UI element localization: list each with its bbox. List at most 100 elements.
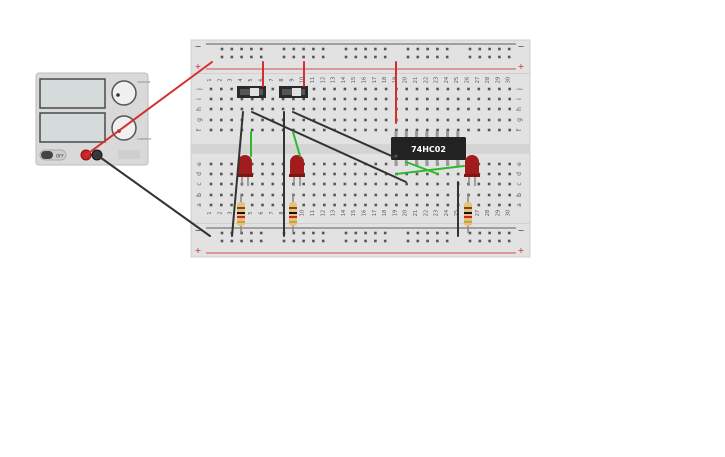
breadboard-hole[interactable] bbox=[405, 182, 408, 186]
breadboard-hole[interactable] bbox=[230, 203, 233, 207]
breadboard-hole[interactable] bbox=[477, 97, 481, 101]
breadboard-hole[interactable] bbox=[405, 97, 408, 101]
breadboard-hole[interactable] bbox=[436, 118, 439, 122]
breadboard-hole[interactable] bbox=[415, 118, 419, 122]
breadboard-hole[interactable] bbox=[333, 203, 336, 207]
rail-hole[interactable] bbox=[354, 47, 358, 51]
breadboard-hole[interactable] bbox=[323, 87, 326, 91]
breadboard-hole[interactable] bbox=[415, 182, 419, 186]
breadboard-hole[interactable] bbox=[364, 182, 367, 186]
breadboard-hole[interactable] bbox=[487, 87, 491, 91]
rail-hole[interactable] bbox=[445, 239, 449, 243]
breadboard-hole[interactable] bbox=[312, 172, 316, 176]
breadboard-hole[interactable] bbox=[343, 162, 347, 166]
breadboard-hole[interactable] bbox=[384, 118, 388, 122]
breadboard-hole[interactable] bbox=[374, 172, 378, 176]
breadboard-hole[interactable] bbox=[333, 107, 336, 111]
rail-hole[interactable] bbox=[312, 47, 315, 51]
led-2[interactable] bbox=[289, 155, 305, 186]
breadboard-hole[interactable] bbox=[250, 97, 254, 101]
breadboard-hole[interactable] bbox=[312, 182, 316, 186]
breadboard-hole[interactable] bbox=[446, 87, 450, 91]
rail-hole[interactable] bbox=[436, 239, 439, 243]
rail-hole[interactable] bbox=[259, 47, 263, 51]
breadboard-hole[interactable] bbox=[395, 128, 398, 132]
breadboard-hole[interactable] bbox=[374, 182, 378, 186]
rail-hole[interactable] bbox=[488, 55, 491, 59]
breadboard-hole[interactable] bbox=[405, 118, 408, 122]
rail-hole[interactable] bbox=[426, 239, 429, 243]
rail-hole[interactable] bbox=[383, 47, 387, 51]
breadboard-hole[interactable] bbox=[250, 162, 254, 166]
breadboard-hole[interactable] bbox=[487, 118, 491, 122]
rail-hole[interactable] bbox=[240, 47, 243, 51]
rail-hole[interactable] bbox=[292, 47, 296, 51]
breadboard-hole[interactable] bbox=[467, 128, 470, 132]
breadboard-hole[interactable] bbox=[343, 182, 347, 186]
breadboard-hole[interactable] bbox=[271, 182, 275, 186]
breadboard-hole[interactable] bbox=[343, 118, 347, 122]
breadboard-hole[interactable] bbox=[364, 97, 367, 101]
rail-hole[interactable] bbox=[426, 231, 429, 235]
breadboard-hole[interactable] bbox=[508, 97, 511, 101]
breadboard-hole[interactable] bbox=[220, 107, 223, 111]
breadboard-hole[interactable] bbox=[323, 182, 326, 186]
breadboard-hole[interactable] bbox=[446, 182, 450, 186]
breadboard-hole[interactable] bbox=[209, 182, 213, 186]
breadboard-hole[interactable] bbox=[426, 107, 429, 111]
rail-hole[interactable] bbox=[250, 55, 253, 59]
rail-hole[interactable] bbox=[354, 239, 358, 243]
breadboard-hole[interactable] bbox=[426, 128, 429, 132]
rail-hole[interactable] bbox=[445, 55, 449, 59]
breadboard-hole[interactable] bbox=[230, 87, 233, 91]
breadboard-hole[interactable] bbox=[271, 107, 275, 111]
breadboard-hole[interactable] bbox=[374, 118, 378, 122]
breadboard-hole[interactable] bbox=[353, 162, 357, 166]
breadboard-hole[interactable] bbox=[271, 172, 275, 176]
breadboard-hole[interactable] bbox=[395, 193, 398, 197]
rail-hole[interactable] bbox=[321, 47, 325, 51]
breadboard-hole[interactable] bbox=[323, 203, 326, 207]
breadboard-hole[interactable] bbox=[333, 87, 336, 91]
breadboard-hole[interactable] bbox=[353, 107, 357, 111]
rail-hole[interactable] bbox=[498, 47, 501, 51]
breadboard-hole[interactable] bbox=[405, 193, 408, 197]
rail-hole[interactable] bbox=[302, 231, 305, 235]
breadboard-hole[interactable] bbox=[220, 182, 223, 186]
breadboard-hole[interactable] bbox=[508, 203, 511, 207]
rail-hole[interactable] bbox=[364, 239, 367, 243]
slide-switch-1[interactable] bbox=[237, 86, 266, 98]
breadboard-hole[interactable] bbox=[312, 203, 316, 207]
breadboard-hole[interactable] bbox=[281, 97, 285, 101]
rail-hole[interactable] bbox=[478, 231, 482, 235]
breadboard-hole[interactable] bbox=[271, 118, 275, 122]
breadboard-hole[interactable] bbox=[477, 107, 481, 111]
breadboard-hole[interactable] bbox=[343, 107, 347, 111]
slide-switch-2[interactable] bbox=[279, 86, 308, 98]
breadboard-hole[interactable] bbox=[415, 107, 419, 111]
breadboard-hole[interactable] bbox=[415, 203, 419, 207]
breadboard-hole[interactable] bbox=[353, 87, 357, 91]
breadboard-hole[interactable] bbox=[230, 128, 233, 132]
breadboard-hole[interactable] bbox=[220, 193, 223, 197]
breadboard-hole[interactable] bbox=[477, 118, 481, 122]
breadboard-hole[interactable] bbox=[384, 182, 388, 186]
breadboard-hole[interactable] bbox=[508, 128, 511, 132]
rail-hole[interactable] bbox=[416, 231, 420, 235]
rail-hole[interactable] bbox=[445, 47, 449, 51]
breadboard-hole[interactable] bbox=[384, 162, 388, 166]
rail-hole[interactable] bbox=[354, 231, 358, 235]
breadboard-hole[interactable] bbox=[374, 193, 378, 197]
rail-hole[interactable] bbox=[416, 239, 420, 243]
rail-hole[interactable] bbox=[312, 231, 315, 235]
breadboard-hole[interactable] bbox=[250, 118, 254, 122]
breadboard-hole[interactable] bbox=[487, 193, 491, 197]
breadboard-hole[interactable] bbox=[446, 193, 450, 197]
wire-psu-positive[interactable] bbox=[85, 61, 213, 156]
breadboard-hole[interactable] bbox=[343, 128, 347, 132]
rail-hole[interactable] bbox=[406, 47, 410, 51]
breadboard-hole[interactable] bbox=[374, 97, 378, 101]
breadboard-hole[interactable] bbox=[487, 182, 491, 186]
power-switch[interactable]: OFF bbox=[39, 149, 67, 161]
breadboard-hole[interactable] bbox=[487, 203, 491, 207]
